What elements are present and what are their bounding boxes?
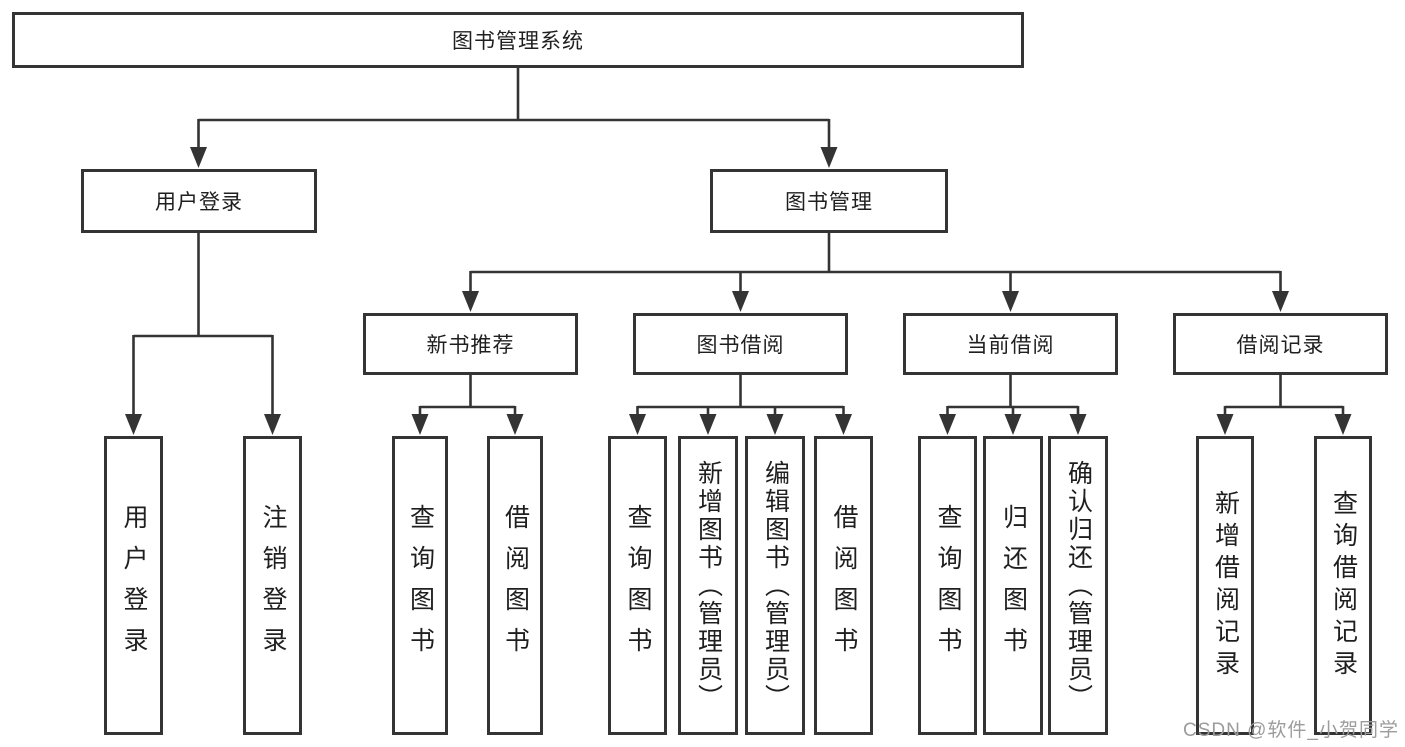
leaf-user-login: 用户登录 — [104, 436, 163, 735]
node-book-management-label: 图书管理 — [785, 191, 873, 214]
node-current-borrowing: 当前借阅 — [903, 313, 1118, 375]
leaf-user-login-label: 用户登录 — [120, 503, 148, 668]
node-borrowing-records-label: 借阅记录 — [1236, 334, 1325, 357]
leaf-borrow-books-recommend-label: 借阅图书 — [501, 503, 530, 668]
leaf-return-books: 归还图书 — [983, 436, 1043, 735]
node-user-login: 用户登录 — [81, 169, 317, 233]
leaf-query-borrow-record-label: 查询借阅记录 — [1329, 489, 1358, 682]
leaf-add-book-admin-label: 新增图书（管理员） — [694, 459, 723, 712]
leaf-query-books-borrow-label: 查询图书 — [624, 503, 652, 668]
leaf-logout: 注销登录 — [243, 436, 302, 735]
leaf-confirm-return-admin: 确认归还（管理员） — [1048, 436, 1108, 735]
csdn-watermark: CSDN @软件_小贺同学 — [1183, 720, 1399, 741]
leaf-borrow-books-recommend: 借阅图书 — [487, 436, 543, 735]
leaf-add-borrow-record-label: 新增借阅记录 — [1211, 489, 1240, 682]
leaf-query-books-borrow: 查询图书 — [608, 436, 667, 735]
leaf-query-borrow-record: 查询借阅记录 — [1314, 436, 1372, 735]
node-book-borrowing-label: 图书借阅 — [696, 334, 785, 357]
node-user-login-label: 用户登录 — [155, 191, 243, 214]
leaf-edit-book-admin-label: 编辑图书（管理员） — [761, 459, 790, 712]
root-node: 图书管理系统 — [12, 12, 1024, 68]
leaf-edit-book-admin: 编辑图书（管理员） — [745, 436, 805, 735]
leaf-query-books-recommend-label: 查询图书 — [406, 503, 435, 668]
leaf-confirm-return-admin-label: 确认归还（管理员） — [1064, 459, 1093, 712]
leaf-add-borrow-record: 新增借阅记录 — [1196, 436, 1254, 735]
leaf-query-books-current-label: 查询图书 — [934, 503, 962, 668]
node-new-book-recommend-label: 新书推荐 — [426, 334, 515, 357]
leaf-logout-label: 注销登录 — [259, 503, 287, 668]
leaf-return-books-label: 归还图书 — [999, 503, 1028, 668]
leaf-query-books-recommend: 查询图书 — [392, 436, 448, 735]
node-borrowing-records: 借阅记录 — [1173, 313, 1388, 375]
leaf-borrow-books: 借阅图书 — [814, 436, 873, 735]
leaf-query-books-current: 查询图书 — [918, 436, 977, 735]
leaf-borrow-books-label: 借阅图书 — [830, 503, 858, 668]
node-book-management: 图书管理 — [710, 169, 948, 233]
node-book-borrowing: 图书借阅 — [633, 313, 848, 375]
node-current-borrowing-label: 当前借阅 — [966, 334, 1055, 357]
root-node-label: 图书管理系统 — [452, 30, 584, 53]
leaf-add-book-admin: 新增图书（管理员） — [678, 436, 738, 735]
node-new-book-recommend: 新书推荐 — [363, 313, 578, 375]
